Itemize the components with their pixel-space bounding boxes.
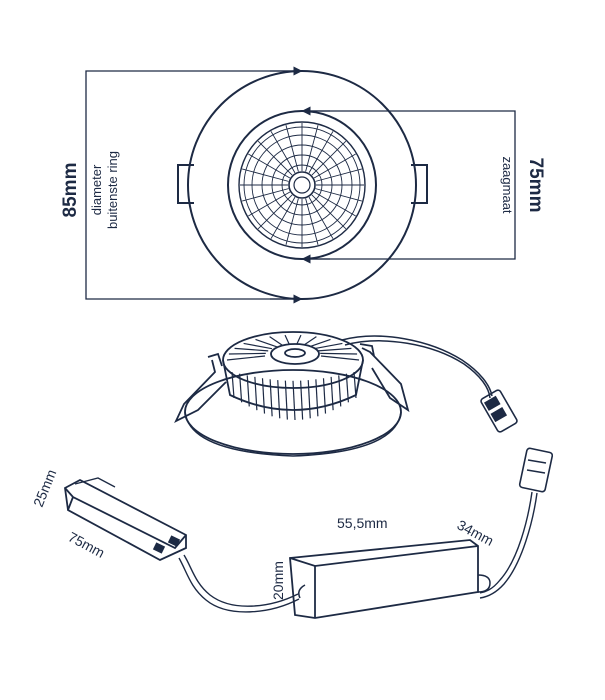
reflector-spoke [285, 124, 299, 172]
driver-cable [183, 554, 299, 607]
reflector-spoke [315, 168, 363, 182]
heatsink-top-fin [228, 352, 266, 355]
heatsink-top-fin [243, 342, 273, 350]
heatsink-fin [254, 376, 258, 411]
cutout-dimension [301, 106, 516, 264]
heatsink-fin [338, 375, 342, 407]
top-view [177, 70, 428, 300]
heatsink-fin [269, 379, 273, 417]
terminal-length-label: 75mm [66, 529, 108, 561]
reflector-spoke [305, 198, 319, 246]
reflector-spoke [305, 124, 319, 172]
reflector-spoke [270, 196, 296, 239]
reflector-spoke [308, 131, 334, 174]
heatsink-fin [261, 378, 266, 414]
heatsink-top-fin [320, 352, 358, 355]
reflector-spoke [248, 191, 291, 217]
heatsink-fin [322, 378, 327, 414]
heatsink-fins [226, 334, 360, 421]
driver-box [289, 539, 491, 619]
heatsink-fin [292, 380, 296, 421]
heatsink-fin [315, 379, 319, 417]
heatsink-top-fin [226, 355, 266, 361]
reflector-spoke [308, 196, 334, 239]
heatsink-fin [231, 371, 235, 399]
reflector-spoke [311, 194, 347, 230]
reflector-spoke [248, 153, 291, 179]
reflector-spoke [241, 188, 289, 202]
heatsink-fin [330, 376, 334, 411]
reflector-spoke [257, 194, 293, 230]
cable-connector-female [518, 447, 554, 493]
reflector-spoke [241, 168, 289, 182]
power-cable [341, 335, 493, 397]
reflector-spoke [313, 191, 356, 217]
wiring-assembly [64, 447, 554, 619]
cutout-caption: zaagmaat [500, 156, 515, 213]
heatsink-top-fin [269, 336, 284, 347]
heatsink-fin [300, 380, 304, 420]
heatsink-top-fin [234, 347, 269, 352]
cutout-label: 75mm [525, 158, 546, 213]
right-spring-clip [411, 164, 428, 204]
heatsink-fin [284, 380, 288, 420]
terminal-block [64, 477, 187, 562]
reflector-spoke [313, 153, 356, 179]
cable-connector-male [480, 389, 518, 433]
heatsink-top-fin [320, 355, 360, 361]
reflector-grid [240, 123, 364, 247]
left-spring-clip [177, 164, 194, 204]
reflector-spoke [315, 188, 363, 202]
heatsink-fin [277, 380, 281, 419]
outer-diameter-label: 85mm [60, 163, 81, 218]
heatsink-top-fin [308, 338, 331, 348]
outer-diameter-dimension [85, 66, 303, 304]
outer-caption-line2: buitenste ring [105, 151, 120, 229]
heatsink-top-fin [317, 347, 352, 352]
reflector-spoke [270, 131, 296, 174]
reflector-spoke [257, 140, 293, 176]
reflector-spoke [285, 198, 299, 246]
driver-height-label: 20mm [270, 561, 286, 600]
heatsink-fin [353, 371, 357, 399]
heatsink-top-fin [313, 342, 343, 350]
left-spring [174, 359, 227, 423]
right-spring [361, 347, 410, 413]
heatsink-fin [307, 380, 311, 419]
heatsink-fin [246, 375, 250, 407]
terminal-height-label: 25mm [30, 467, 59, 509]
spotlight-perspective [174, 331, 518, 457]
heatsink-fin [345, 373, 349, 403]
driver-length-label: 55,5mm [337, 515, 388, 531]
heatsink-top-fin [255, 338, 278, 348]
reflector-spoke [311, 140, 347, 176]
heatsink-fin [239, 373, 243, 403]
outer-caption-line1: diameter [89, 164, 104, 215]
